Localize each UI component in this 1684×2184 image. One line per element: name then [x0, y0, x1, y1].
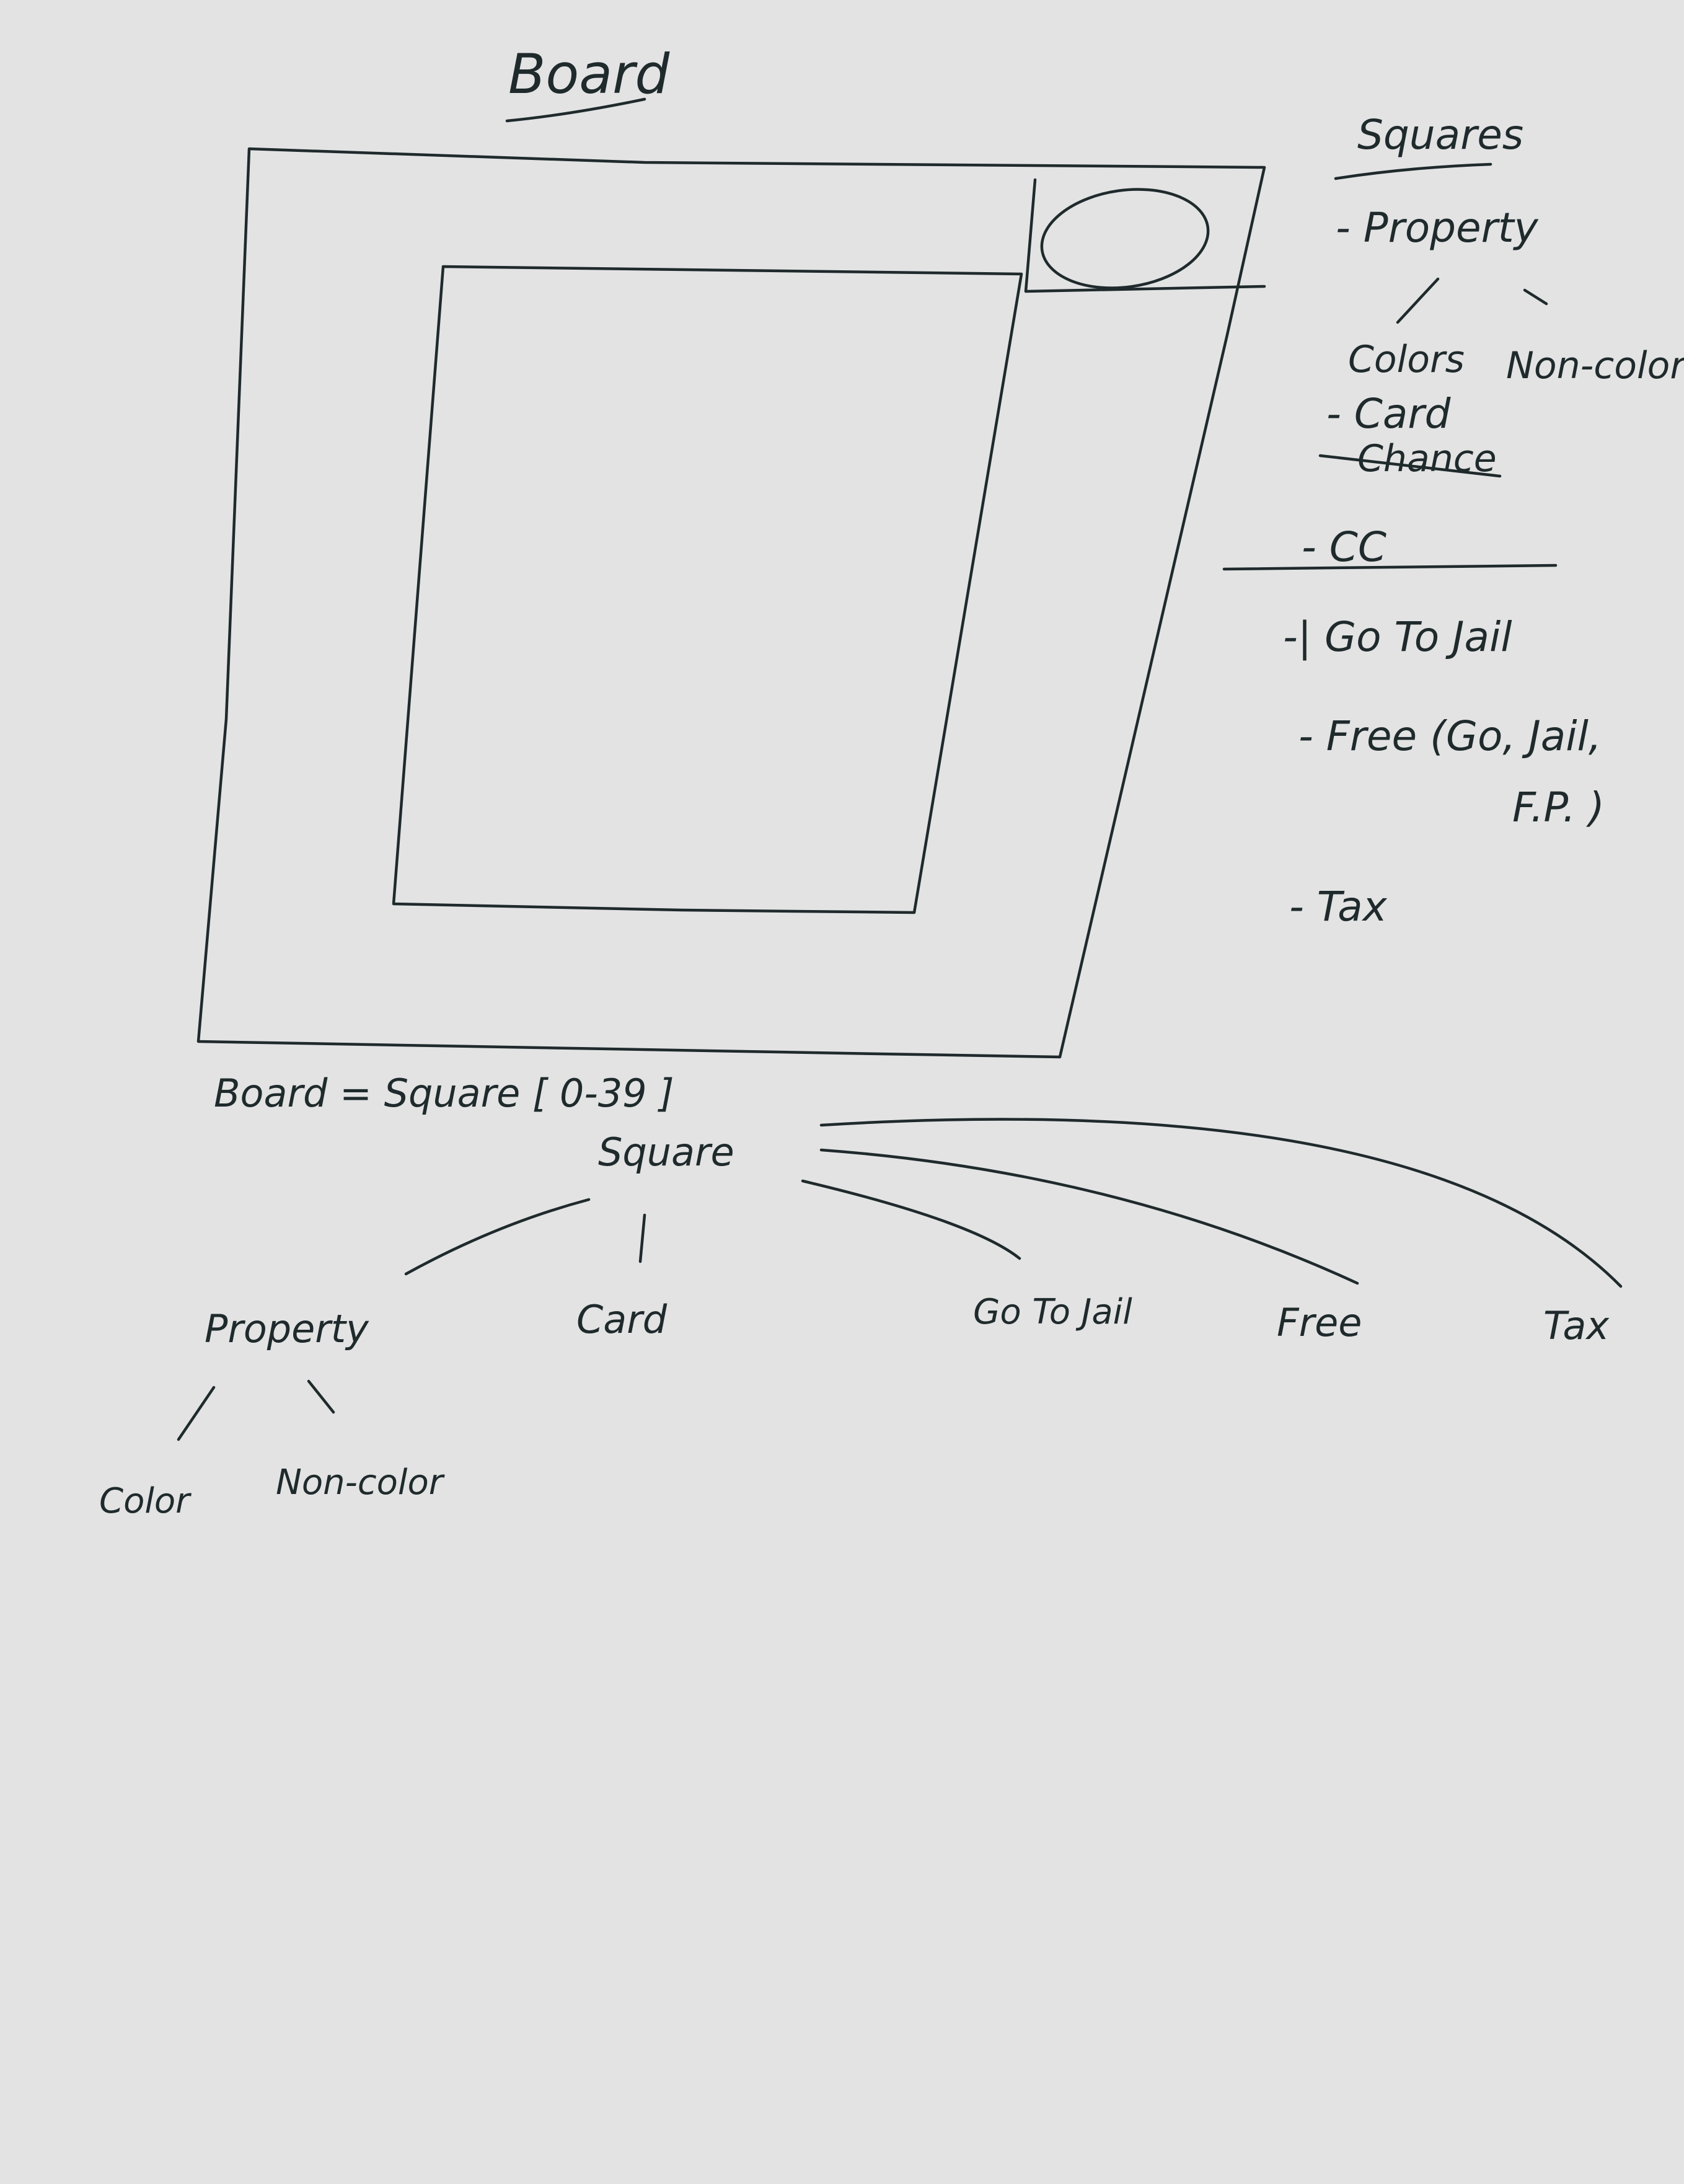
tree-node-color: Color: [99, 1481, 192, 1521]
edge-to-free: [819, 1148, 1359, 1285]
board-inner-frame: [392, 265, 1023, 914]
board-definition: Board = Square [ 0-39 ]: [214, 1071, 674, 1116]
tree-node-free: Free: [1277, 1300, 1362, 1345]
tree-node-tax: Tax: [1543, 1303, 1610, 1348]
title-underline: [505, 97, 646, 123]
strikethrough-cc: [1222, 564, 1558, 571]
list-item-colors: Colors: [1348, 338, 1465, 381]
tree-node-non-color: Non-color: [276, 1462, 445, 1503]
strikethrough-chance: [1318, 454, 1502, 478]
list-item-property: - Property: [1336, 204, 1539, 252]
property-branch-right: [1523, 288, 1548, 306]
board-title: Board: [508, 42, 670, 106]
list-item-go-to-jail: -| Go To Jail: [1283, 613, 1512, 661]
tree-node-go-to-jail: Go To Jail: [973, 1292, 1132, 1332]
tree-root-square: Square: [598, 1130, 734, 1175]
edge-to-card: [638, 1213, 646, 1263]
board-outer-frame: [196, 147, 1266, 1059]
edge-to-non-color: [307, 1379, 335, 1414]
squares-underline: [1334, 162, 1492, 180]
edge-to-go-to-jail: [801, 1179, 1021, 1260]
list-item-non-colors: Non-colors: [1506, 344, 1684, 387]
list-item-free-continued: F.P. ): [1512, 784, 1605, 831]
list-item-cc-struck: - CC: [1302, 523, 1386, 571]
tree-node-card: Card: [576, 1297, 668, 1342]
list-item-free: - Free (Go, Jail,: [1298, 712, 1602, 760]
squares-heading: Squares: [1357, 111, 1523, 159]
board-corner-square: [1024, 178, 1266, 293]
list-item-tax: - Tax: [1289, 883, 1388, 931]
edge-to-tax: [819, 1118, 1623, 1288]
edge-to-property: [404, 1198, 591, 1276]
tree-node-property: Property: [205, 1306, 369, 1351]
corner-circle: [1040, 188, 1210, 290]
property-branch-left: [1396, 277, 1440, 324]
edge-to-color: [177, 1386, 216, 1441]
list-item-card: - Card: [1326, 390, 1451, 438]
